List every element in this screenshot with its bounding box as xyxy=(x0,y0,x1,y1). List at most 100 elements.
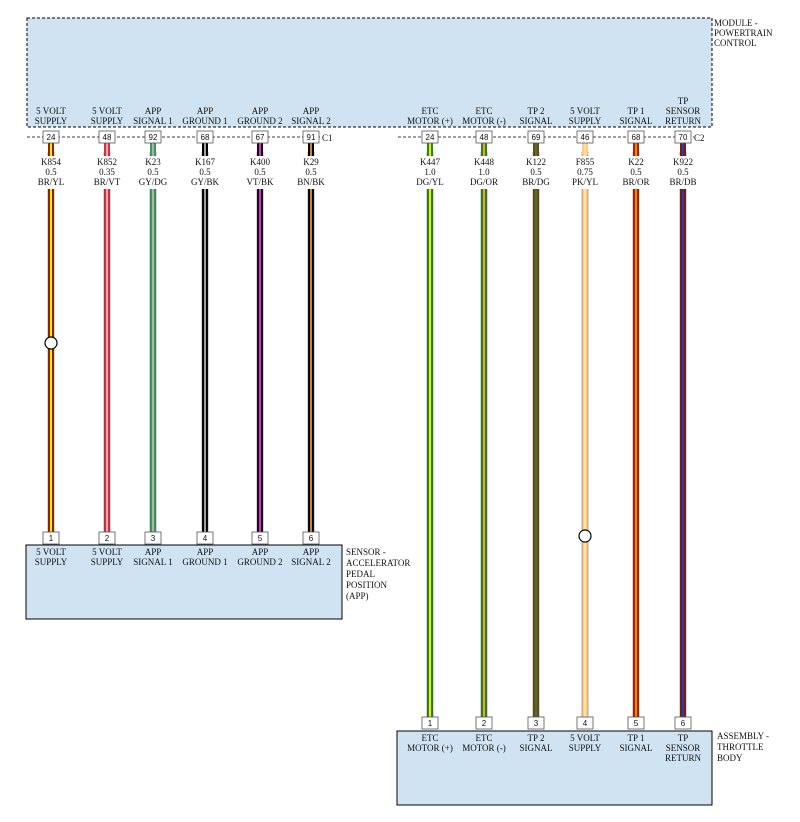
pcm-pin-box xyxy=(475,130,493,144)
pcm-func-label: TP 2 xyxy=(528,106,545,116)
pcm-func-label: SUPPLY xyxy=(91,116,124,126)
pcm-pin-number: 68 xyxy=(201,133,210,142)
dest-func-label: 5 VOLT xyxy=(570,733,600,743)
splice-point xyxy=(578,529,592,543)
dest-func-label: APP xyxy=(197,547,214,557)
circuit-label-bg xyxy=(619,156,653,189)
pcm-func-label: MOTOR (+) xyxy=(407,116,453,126)
wire-stripe xyxy=(204,152,206,533)
pcm-func-label: RETURN xyxy=(665,116,702,126)
tb-label-line-3: BODY xyxy=(717,753,743,763)
pcm-pin-box xyxy=(302,130,320,144)
dest-func-label: GROUND 2 xyxy=(237,557,282,567)
pcm-func-label: APP xyxy=(145,106,162,116)
wire-color-code: BR/DB xyxy=(669,177,696,187)
wire-color-code: BR/YL xyxy=(38,177,65,187)
pcm-pin-box xyxy=(627,130,645,144)
circuit-label-bg xyxy=(136,156,170,189)
dest-pin-box xyxy=(196,531,214,545)
wire-stub-stripe xyxy=(50,142,52,154)
dest-pin-number: 5 xyxy=(258,534,263,543)
wire-color-code: VT/BK xyxy=(247,177,275,187)
circuit-number: K167 xyxy=(195,157,215,167)
wire-gauge: 0.5 xyxy=(630,167,642,177)
dest-pin-number: 6 xyxy=(309,534,314,543)
circuit-number: K22 xyxy=(628,157,644,167)
dest-func-label: SIGNAL xyxy=(520,743,553,753)
pcm-pin-number: 92 xyxy=(149,133,158,142)
circuit-number: K29 xyxy=(303,157,319,167)
wire-stripe xyxy=(152,152,154,533)
dest-func-label: SUPPLY xyxy=(569,743,602,753)
circuit-label-bg xyxy=(413,156,447,189)
dest-pin-number: 5 xyxy=(634,719,639,728)
wire-gauge: 0.5 xyxy=(45,167,57,177)
pcm-label-line-2: POWERTRAIN xyxy=(714,28,773,38)
dest-func-label: MOTOR (-) xyxy=(462,743,506,753)
pcm-func-label: SUPPLY xyxy=(35,116,68,126)
pcm-func-label: 5 VOLT xyxy=(570,106,600,116)
dest-func-label: ETC xyxy=(422,733,439,743)
circuit-label-bg xyxy=(188,156,222,189)
dest-func-label: SENSOR xyxy=(666,743,701,753)
pcm-pin-box xyxy=(144,130,162,144)
pcm-pin-number: 91 xyxy=(307,133,316,142)
dest-pin-box xyxy=(98,531,116,545)
dest-func-label: TP 1 xyxy=(628,733,645,743)
circuit-label-bg xyxy=(666,156,700,189)
wire-stub-stripe xyxy=(535,142,537,154)
app-sensor-box xyxy=(25,544,343,620)
dest-pin-box xyxy=(527,716,545,730)
pcm-func-label: 5 VOLT xyxy=(36,106,66,116)
dest-func-label: GROUND 1 xyxy=(182,557,227,567)
app-label-line-1: SENSOR - xyxy=(346,547,386,557)
dest-func-label: 5 VOLT xyxy=(92,547,122,557)
dest-func-label: MOTOR (+) xyxy=(407,743,453,753)
wire-gauge: 0.75 xyxy=(577,167,593,177)
pcm-func-label: SIGNAL 2 xyxy=(291,116,330,126)
pcm-pin-number: 70 xyxy=(679,133,688,142)
circuit-label-bg xyxy=(294,156,328,189)
wire-stub-stripe xyxy=(483,142,485,154)
wire-gauge: 1.0 xyxy=(424,167,436,177)
circuit-label-bg xyxy=(243,156,277,189)
app-sensor-label: SENSOR - ACCELERATOR PEDAL POSITION (APP… xyxy=(346,547,413,601)
circuit-label-bg xyxy=(90,156,124,189)
dest-func-label: SIGNAL xyxy=(620,743,653,753)
dest-pin-number: 1 xyxy=(428,719,433,728)
circuit-number: K400 xyxy=(250,157,270,167)
wire-gauge: 0.5 xyxy=(677,167,689,177)
circuit-number: K448 xyxy=(474,157,494,167)
app-label-line-2: ACCELERATOR xyxy=(346,558,410,568)
dest-func-label: TP xyxy=(678,733,689,743)
connector-c2-label: C2 xyxy=(694,133,705,143)
wire-stub-stripe xyxy=(152,142,154,154)
pcm-module-label: MODULE - POWERTRAIN CONTROL xyxy=(714,18,775,48)
wire-color-code: DG/YL xyxy=(416,177,444,187)
app-label-line-4: POSITION xyxy=(346,580,388,590)
pcm-func-label: APP xyxy=(252,106,269,116)
pcm-pin-box xyxy=(421,130,439,144)
wire-stub-stripe xyxy=(310,142,312,154)
pcm-func-label: MOTOR (-) xyxy=(462,116,506,126)
wire-stripe xyxy=(635,152,637,718)
dest-pin-box xyxy=(42,531,60,545)
pcm-func-label: SIGNAL xyxy=(520,116,553,126)
connector-c1-label: C1 xyxy=(322,133,333,143)
circuit-number: K852 xyxy=(97,157,117,167)
pcm-pin-box xyxy=(251,130,269,144)
wire-stub-stripe xyxy=(635,142,637,154)
pcm-func-label: SIGNAL 1 xyxy=(133,116,172,126)
circuit-label-bg xyxy=(519,156,553,189)
dest-func-label: SUPPLY xyxy=(35,557,68,567)
pcm-pin-number: 69 xyxy=(532,133,541,142)
dest-func-label: SIGNAL 2 xyxy=(291,557,330,567)
dest-pin-number: 2 xyxy=(105,534,110,543)
wire-gauge: 1.0 xyxy=(478,167,490,177)
pcm-func-label: GROUND 2 xyxy=(237,116,282,126)
dest-func-label: APP xyxy=(303,547,320,557)
circuit-number: K922 xyxy=(673,157,693,167)
dest-pin-box xyxy=(251,531,269,545)
pcm-func-label: GROUND 1 xyxy=(182,116,227,126)
wire-stripe xyxy=(535,152,537,718)
